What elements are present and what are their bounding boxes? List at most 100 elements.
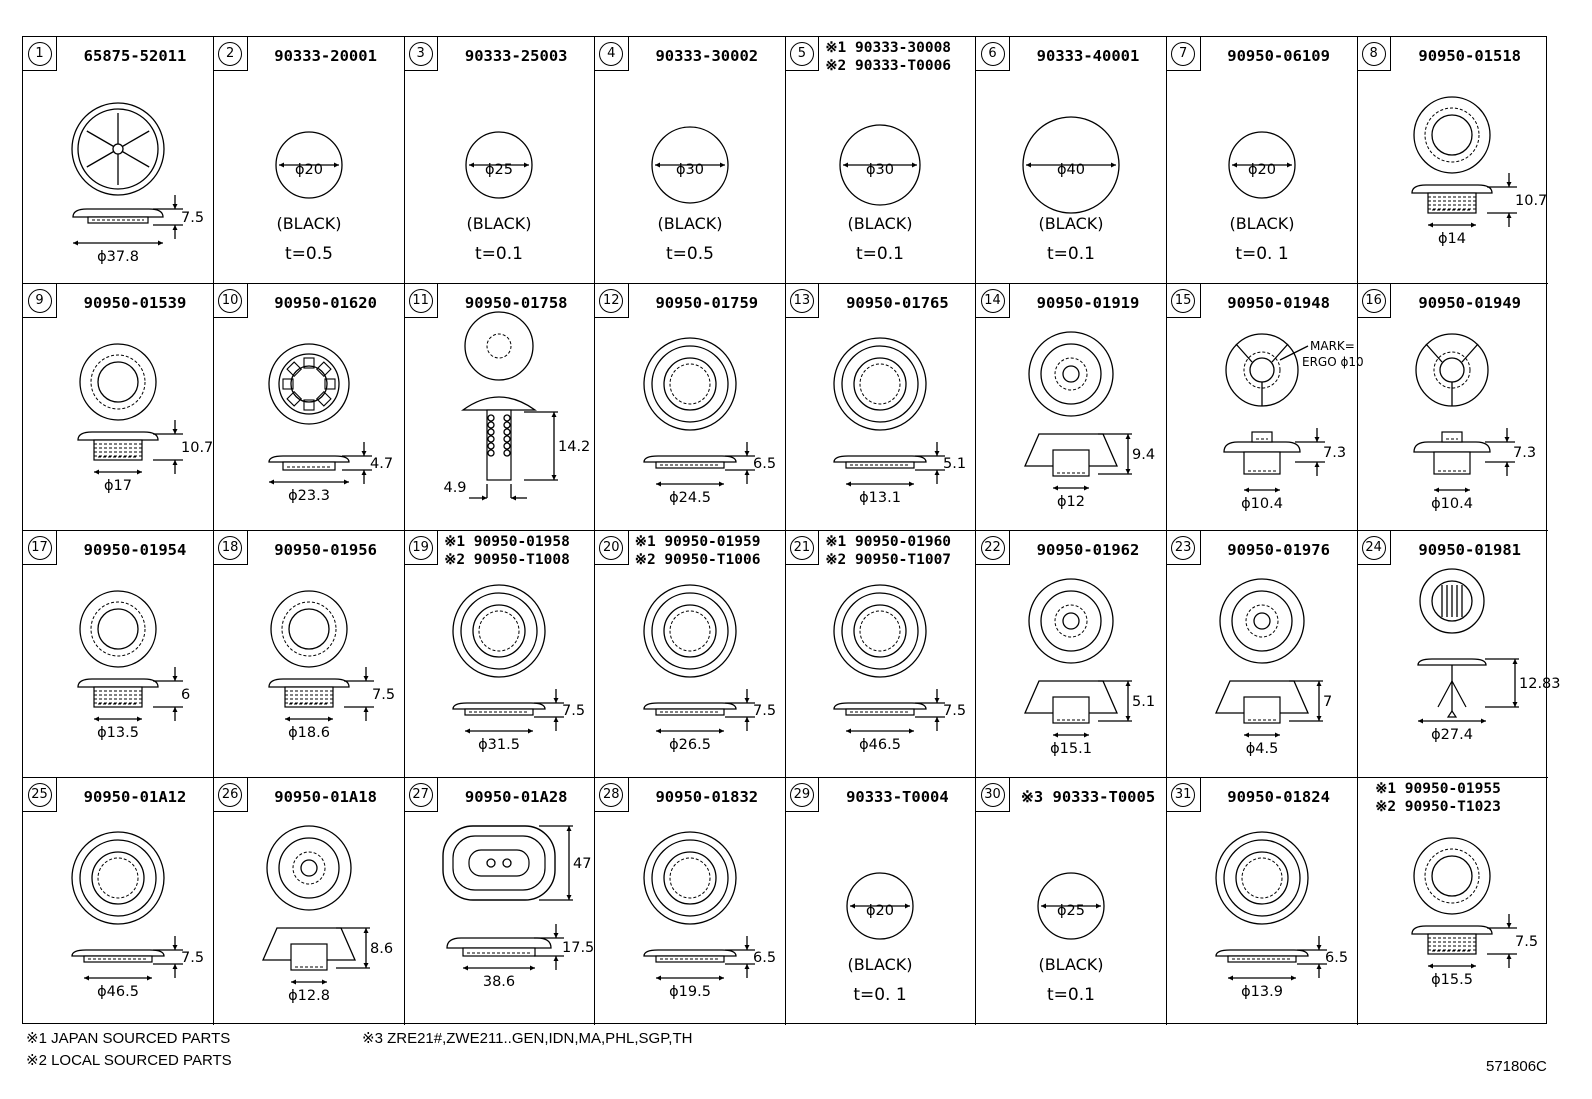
top-view-ring (97, 361, 139, 403)
dimension-label: 8.6 (370, 941, 393, 957)
top-view-ring (1248, 357, 1275, 383)
arrowhead (363, 676, 369, 681)
part-drawing: ϕ13.15.1 (833, 337, 966, 506)
item-number: 17 (27, 535, 52, 560)
top-view-ring (1431, 580, 1473, 622)
item-number-box: 23 (1166, 531, 1201, 565)
arrowhead (1481, 718, 1487, 724)
top-view-outer (1218, 578, 1305, 664)
spoke (122, 130, 150, 148)
arrowhead (1471, 963, 1477, 969)
item-number: 2 (218, 41, 243, 66)
item-number: 22 (980, 535, 1005, 560)
top-view-ring (1431, 855, 1473, 897)
arrowhead (172, 225, 178, 230)
side-body (1427, 192, 1477, 214)
part-number: 90333-20001 (274, 47, 377, 65)
arrowhead (482, 495, 488, 501)
top-view-dashed (97, 857, 139, 899)
arrowhead (909, 481, 915, 487)
arrowhead (172, 676, 178, 681)
item-number-box: 21 (785, 531, 820, 565)
thickness-note: t=0.5 (285, 244, 333, 264)
arrowhead (934, 698, 940, 703)
arrowhead (84, 975, 89, 981)
side-body (93, 686, 143, 708)
arrowhead (268, 479, 274, 485)
side-flange (643, 455, 737, 463)
arrowhead (172, 945, 178, 950)
item-number-box: 28 (594, 778, 629, 812)
gear-tooth (282, 378, 294, 390)
arrowhead (1243, 487, 1249, 493)
dimension-label: ϕ12 (1057, 494, 1085, 510)
arrowhead (1290, 975, 1296, 981)
pin-barb (503, 414, 511, 422)
arrowhead (172, 964, 178, 969)
arrowhead (566, 895, 572, 900)
dimension-label: 7.5 (181, 950, 204, 966)
arrowhead (1274, 487, 1280, 493)
gear-tooth (315, 361, 332, 377)
gear-bore (289, 365, 328, 403)
dimension-label: ϕ46.5 (859, 737, 901, 753)
dimension-label: ϕ13.9 (1241, 984, 1283, 1000)
arrowhead (846, 481, 852, 487)
gear-tooth (285, 391, 302, 407)
arrowhead (284, 716, 290, 722)
top-view-dashed (281, 601, 337, 657)
top-view-dashed (1243, 351, 1281, 389)
item-number: 4 (599, 41, 624, 66)
spoke (122, 150, 150, 168)
arrowhead (1512, 702, 1518, 707)
item-number-box: 9 (23, 284, 57, 318)
arrowhead (1084, 485, 1089, 491)
side-flange (77, 431, 159, 441)
dimension-label: 6.5 (753, 456, 776, 472)
part-number: 90950-01518 (1418, 47, 1522, 65)
arrowhead (655, 481, 661, 487)
color-note: (BLACK) (657, 214, 722, 233)
item-number: 21 (789, 535, 814, 560)
arrowhead (843, 162, 849, 168)
item-number: 29 (789, 782, 814, 807)
arrowhead (553, 717, 559, 722)
part-drawing: ϕ13.96.5 (1214, 831, 1348, 1000)
top-view-ring (651, 345, 729, 423)
part-number: 90950-01832 (655, 788, 759, 806)
side-flange (71, 949, 165, 957)
arrowhead (718, 975, 724, 981)
footnote-region: ※3 ZRE21#,ZWE211..GEN,IDN,MA,PHL,SGP,TH (362, 1030, 693, 1047)
diagram-code: 571806C (1486, 1058, 1547, 1075)
item-number: 1 (27, 41, 52, 66)
dimension-label: ϕ13.5 (97, 725, 139, 741)
dimension-label: ϕ26.5 (669, 737, 711, 753)
arrowhead (718, 728, 724, 734)
arrowhead (343, 479, 349, 485)
top-view-dashed (859, 610, 901, 652)
top-view-ring (651, 839, 729, 917)
top-view-ring (1040, 343, 1102, 405)
arrowhead (1227, 975, 1233, 981)
arrowhead (912, 162, 918, 168)
arrowhead (655, 975, 661, 981)
arrowhead (744, 964, 750, 969)
arrowhead (1418, 718, 1424, 724)
part-drawing: ϕ20(BLACK)t=0. 1 (846, 872, 915, 1005)
dimension-label: ϕ24.5 (669, 490, 711, 506)
item-number: 6 (980, 41, 1005, 66)
seal-outline (651, 126, 729, 204)
dimension-label: ϕ30 (676, 162, 704, 178)
arrowhead (744, 698, 750, 703)
top-view-ring (663, 604, 717, 658)
arrowhead (172, 460, 178, 465)
arrowhead (551, 412, 557, 417)
